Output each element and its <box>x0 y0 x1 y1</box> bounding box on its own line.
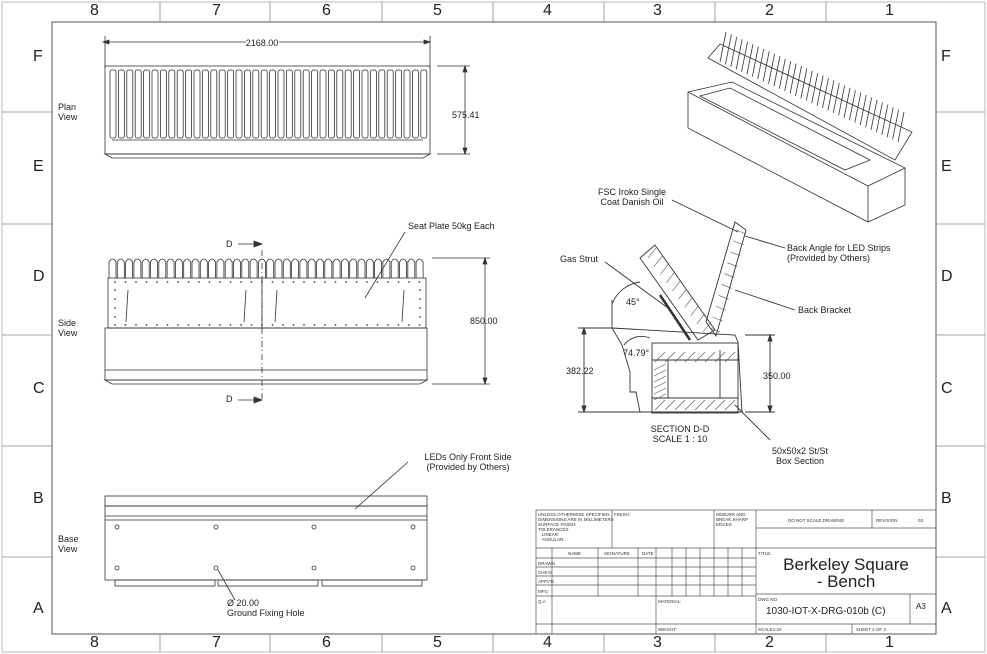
section-title: SECTION D-D <box>650 424 710 434</box>
gas-strut-callout: Gas Strut <box>560 254 599 264</box>
angle-74-dimension: 74.79° <box>623 348 650 358</box>
tb-row-chkd: CHK'D <box>538 570 552 575</box>
sheet-size: A3 <box>916 602 926 611</box>
section-view <box>578 199 796 441</box>
drawing-title: Berkeley Square - Bench <box>783 555 909 591</box>
isometric-view <box>687 31 913 223</box>
tb-notes: UNLESS OTHERWISE SPECIFIED: DIMENSIONS A… <box>538 512 614 542</box>
tb-col-date: DATE <box>642 551 654 556</box>
fixing-hole-callout: Ground Fixing Hole <box>227 608 305 618</box>
zone-row-left-C: C <box>33 380 45 397</box>
leds-callout: LEDs Only Front Side (Provided by Others… <box>424 452 512 472</box>
tb-sheet: SHEET 2 OF 3 <box>856 627 886 632</box>
tb-finish-label: FINISH: <box>614 512 631 517</box>
tb-revision: 03 <box>918 518 924 523</box>
seat-plate-callout: Seat Plate 50kg Each <box>408 221 495 231</box>
zone-row-right-F: F <box>941 48 951 65</box>
section-mark-bottom: D <box>226 394 233 404</box>
drawing-frame <box>51 21 937 635</box>
drawing-number: 1030-IOT-X-DRG-010b (C) <box>766 606 886 617</box>
zone-row-left-D: D <box>33 268 45 285</box>
finish-callout: FSC Iroko Single Coat Danish Oil <box>597 187 667 207</box>
tb-material-label: MATERIAL: <box>658 599 682 604</box>
zone-col-bottom-7: 7 <box>212 634 221 651</box>
zone-col-bottom-5: 5 <box>433 634 442 651</box>
tb-row-qa: Q.A <box>538 599 546 604</box>
zone-col-bottom-2: 2 <box>765 634 774 651</box>
plan-view-label: Plan View <box>58 102 78 122</box>
zone-row-right-B: B <box>941 490 952 507</box>
zone-col-top-3: 3 <box>653 2 662 19</box>
zone-col-top-5: 5 <box>433 2 442 19</box>
zone-row-right-A: A <box>941 600 952 617</box>
zone-col-bottom-8: 8 <box>90 634 99 651</box>
tb-do-not-scale: DO NOT SCALE DRAWING <box>788 518 845 523</box>
base-view-label: Base View <box>58 534 79 554</box>
zone-col-bottom-4: 4 <box>543 634 552 651</box>
base-view <box>104 461 428 601</box>
tb-scale: SCALE1:20 <box>758 627 782 632</box>
back-bracket-callout: Back Bracket <box>798 305 852 315</box>
tb-row-appvd: APPV'D <box>538 579 555 584</box>
zone-row-left-E: E <box>33 158 44 175</box>
tb-dwg-label: DWG NO. <box>758 597 779 602</box>
depth-dimension: 575.41 <box>452 110 480 120</box>
plan-view <box>101 36 470 159</box>
zone-col-top-8: 8 <box>90 2 99 19</box>
tb-col-signature: SIGNATURE <box>604 551 630 556</box>
section-mark-top: D <box>226 239 233 249</box>
box-section-callout: 50x50x2 St/St Box Section <box>771 446 829 466</box>
tb-row-drawn: DRAWN <box>538 561 555 566</box>
zone-col-bottom-6: 6 <box>322 634 331 651</box>
length-dimension: 2168.00 <box>245 38 279 48</box>
zone-row-left-B: B <box>33 490 44 507</box>
tb-col-name: NAME <box>568 551 582 556</box>
angle-45-dimension: 45° <box>626 297 640 307</box>
zone-col-top-7: 7 <box>212 2 221 19</box>
zone-row-left-A: A <box>33 600 44 617</box>
side-view-label: Side View <box>58 318 78 338</box>
zone-col-bottom-1: 1 <box>885 634 894 651</box>
zone-col-top-6: 6 <box>322 2 331 19</box>
back-angle-callout: Back Angle for LED Strips (Provided by O… <box>787 243 891 263</box>
tb-deburr: DEBURR AND BREAK SHARP EDGES <box>716 512 749 527</box>
height-dimension: 850.00 <box>470 316 498 326</box>
side-view <box>103 231 490 404</box>
zone-row-right-C: C <box>941 380 953 397</box>
section-scale: SCALE 1 : 10 <box>652 434 708 444</box>
zone-row-right-E: E <box>941 158 952 175</box>
zone-col-bottom-3: 3 <box>653 634 662 651</box>
hole-diameter-dimension: Ø 20.00 <box>227 598 260 608</box>
box-height-dimension: 350.00 <box>763 371 791 381</box>
zone-col-top-2: 2 <box>765 2 774 19</box>
title-block-frame <box>535 509 937 635</box>
zone-col-top-1: 1 <box>885 2 894 19</box>
tb-title-label: TITLE: <box>758 551 772 556</box>
seat-height-dimension: 382.22 <box>566 366 594 376</box>
tb-row-mfg: MFG <box>538 589 548 594</box>
zone-row-right-D: D <box>941 268 953 285</box>
tb-weight-label: WEIGHT: <box>658 627 677 632</box>
tb-revision-label: REVISION <box>876 518 898 523</box>
zone-col-top-4: 4 <box>543 2 552 19</box>
zone-row-left-F: F <box>33 48 43 65</box>
